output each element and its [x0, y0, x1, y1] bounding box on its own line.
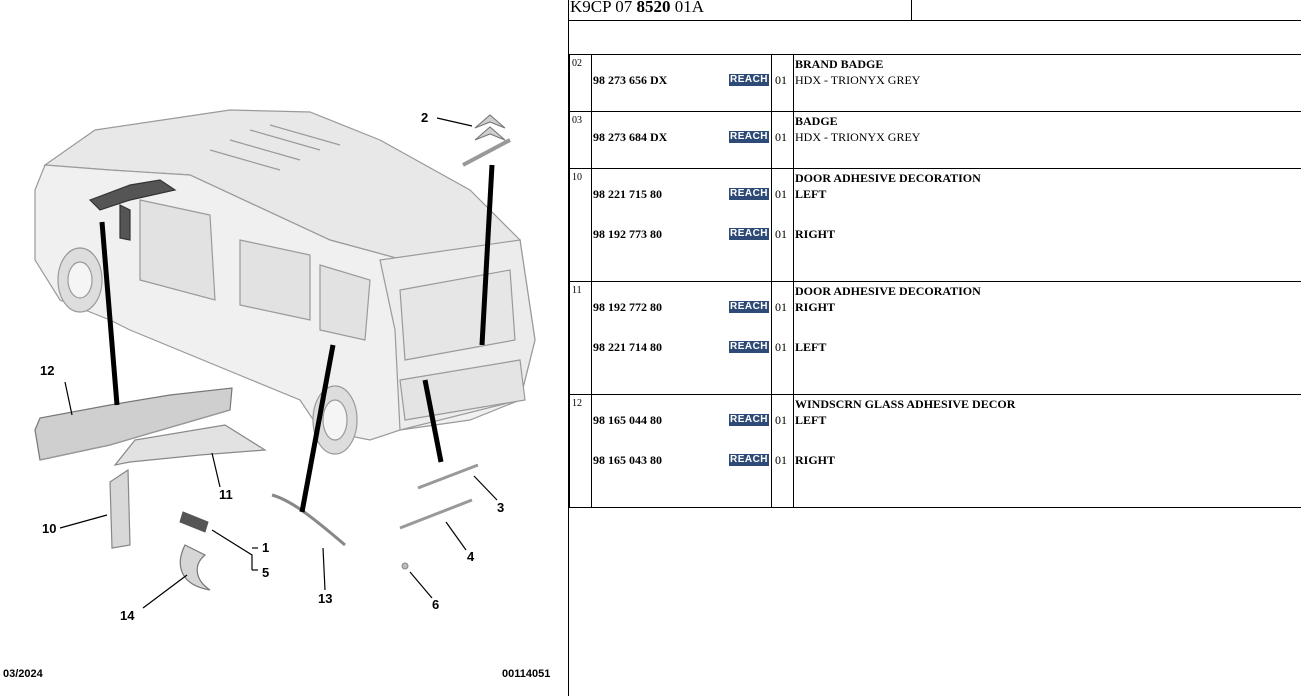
callout-6: 6: [432, 597, 439, 612]
van-illustration: [34, 109, 536, 455]
table-header: K9CP 07 8520 01A: [569, 0, 1301, 21]
callout-4: 4: [467, 549, 475, 564]
quantity: 01: [775, 227, 787, 241]
quantity: 01: [775, 130, 787, 144]
callout-11: 11: [219, 487, 233, 502]
ref-number: 03: [572, 115, 582, 126]
part-14-shape: [179, 544, 211, 591]
reach-badge: REACH: [729, 301, 769, 313]
quantity: 01: [775, 340, 787, 354]
part-title: DOOR ADHESIVE DECORATION: [795, 171, 981, 185]
quantity: 01: [775, 453, 787, 467]
part-description: LEFT: [795, 340, 827, 354]
part-description: RIGHT: [795, 227, 836, 241]
part-11-shape: [113, 424, 267, 466]
part-title: WINDSCRN GLASS ADHESIVE DECOR: [795, 397, 1016, 411]
quantity: 01: [775, 73, 787, 87]
part-description: LEFT: [795, 187, 827, 201]
ref-number: 10: [572, 172, 582, 183]
reach-badge: REACH: [729, 341, 769, 353]
part-number[interactable]: 98 165 043 80: [593, 453, 662, 467]
callout-12: 12: [40, 363, 54, 378]
part-description: HDX - TRIONYX GREY: [795, 73, 921, 87]
parts-diagram: 2 12 11 10 1 5 13 14 3 4 6: [34, 109, 536, 623]
reach-badge: REACH: [729, 131, 769, 143]
part-description: RIGHT: [795, 453, 836, 467]
leader-lines: [99, 164, 495, 513]
diagram-panel: 2 12 11 10 1 5 13 14 3 4 6 03/2024 00114…: [0, 0, 568, 696]
part-number[interactable]: 98 273 656 DX: [593, 73, 668, 87]
callout-5: 5: [262, 565, 269, 580]
quantity: 01: [775, 187, 787, 201]
part-description: LEFT: [795, 413, 827, 427]
callout-3: 3: [497, 500, 504, 515]
part-number[interactable]: 98 192 772 80: [593, 300, 662, 314]
reach-badge: REACH: [729, 74, 769, 86]
callout-13: 13: [318, 591, 332, 606]
reach-badge: REACH: [729, 454, 769, 466]
part-number[interactable]: 98 192 773 80: [593, 227, 662, 241]
quantity: 01: [775, 413, 787, 427]
quantity: 01: [775, 300, 787, 314]
part-2-badge: [462, 114, 511, 167]
part-number[interactable]: 98 165 044 80: [593, 413, 662, 427]
callout-14: 14: [120, 608, 135, 623]
panel-divider: [568, 0, 569, 696]
part-3-4-6-shapes: [399, 463, 479, 570]
part-number[interactable]: 98 273 684 DX: [593, 130, 668, 144]
part-number[interactable]: 98 221 715 80: [593, 187, 662, 201]
ref-number: 12: [572, 398, 582, 409]
part-title: BADGE: [795, 114, 838, 128]
ref-number: 11: [572, 285, 582, 296]
part-1-5-badge: [179, 511, 209, 533]
thin-leaders: [59, 117, 498, 609]
part-description: HDX - TRIONYX GREY: [795, 130, 921, 144]
ref-number: 02: [572, 58, 582, 69]
callout-1: 1: [262, 540, 269, 555]
reach-badge: REACH: [729, 414, 769, 426]
part-13-script: [271, 493, 346, 547]
part-10-shape: [109, 468, 131, 549]
part-title: DOOR ADHESIVE DECORATION: [795, 284, 981, 298]
parts-table: K9CP 07 8520 01A 02 BRAND BADGE 98 273 6…: [569, 0, 1301, 696]
part-12-shape: [34, 387, 233, 461]
footer-date: 03/2024: [3, 668, 43, 680]
catalog-code: K9CP 07 8520 01A: [570, 0, 704, 16]
reach-badge: REACH: [729, 188, 769, 200]
footer-reference: 00114051: [502, 668, 551, 680]
callout-10: 10: [42, 521, 56, 536]
part-title: BRAND BADGE: [795, 57, 884, 71]
part-number[interactable]: 98 221 714 80: [593, 340, 662, 354]
reach-badge: REACH: [729, 228, 769, 240]
callout-2: 2: [421, 110, 428, 125]
part-description: RIGHT: [795, 300, 836, 314]
